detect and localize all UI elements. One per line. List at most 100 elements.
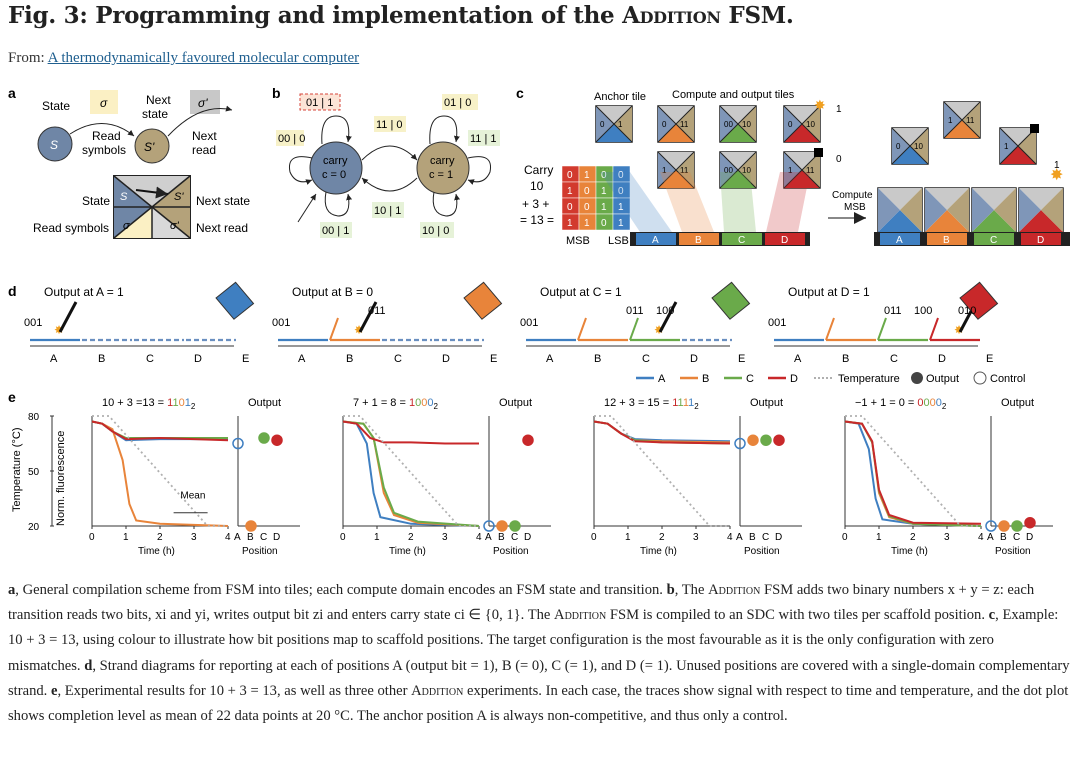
grid-bit: 0	[601, 218, 607, 229]
grid-bit: 1	[567, 218, 573, 229]
state-s-prime-node	[134, 128, 170, 164]
chart-title-expr: −1 + 1 = 0 =	[855, 397, 917, 409]
output-dot	[258, 432, 270, 444]
x-axis-title: Time (h)	[138, 546, 175, 557]
b-label-box-3	[372, 202, 404, 218]
free-tile-3-square-icon	[1030, 124, 1039, 133]
chart-title-bit: 1	[672, 397, 678, 409]
figure-panels: a State σ Next state σ' S S' Read symbol…	[8, 85, 1070, 557]
legend-control-marker	[973, 371, 987, 385]
grid-bit: 0	[567, 202, 573, 213]
panel-a-letter: a	[8, 85, 16, 101]
series-line-temperature	[594, 415, 730, 527]
grid-bit: 0	[584, 202, 590, 213]
chart-title-sub: 2	[191, 402, 196, 411]
out1-label: 1	[836, 104, 842, 115]
tile-b2-right	[676, 152, 694, 188]
carry1-label-2: c = 1	[429, 169, 453, 181]
tile-a-sigma: σ	[123, 220, 130, 232]
free-tile-1-d2	[891, 127, 929, 165]
caption-sc1: Addition	[708, 582, 761, 598]
caption-e-letter: e	[50, 682, 58, 699]
output-dot	[760, 434, 772, 446]
legend-label-output: Output	[926, 373, 959, 385]
output-dot	[1024, 516, 1036, 529]
placed-tile-left	[878, 188, 900, 232]
scaffold-right-pos-label: D	[1037, 235, 1044, 246]
series-line-temperature	[343, 415, 479, 527]
free-tile-1-tr: 10	[914, 142, 923, 151]
placed-tile-top	[925, 188, 969, 210]
output-dot	[998, 520, 1010, 532]
tile-b2-tl: 1	[662, 166, 667, 175]
scaffold-right-pos	[880, 233, 920, 245]
panel-d-letter: d	[8, 283, 17, 299]
caption-c-text: , Example: 10 + 3 = 13, using colour to …	[8, 607, 1059, 674]
b-start-arrow	[297, 193, 317, 223]
caption-e-text1: , Experimental results for 10 + 3 = 13, …	[57, 682, 412, 699]
panel-e: e Temperature (°C) Norm. fluorescence 10…	[8, 389, 1053, 557]
series-line-d	[91, 420, 229, 442]
free-tile-3-top	[1000, 128, 1036, 146]
compute-tiles-label: Compute and output tiles	[672, 89, 795, 101]
grid-bit: 1	[601, 202, 607, 213]
x-tick-label: 4	[476, 532, 482, 543]
article-link[interactable]: A thermodynamically favoured molecular c…	[47, 50, 360, 66]
scaffold-right-pos	[927, 233, 967, 245]
grid-cell	[612, 213, 631, 231]
strand-pos-label: C	[146, 353, 154, 365]
series-line-temperature	[845, 415, 981, 527]
x-tick-label: 1	[374, 532, 380, 543]
panel-e-letter: e	[8, 389, 16, 405]
scaffold-right-pos-label: B	[943, 235, 950, 246]
pos-tick-label: A	[736, 532, 743, 543]
strand-bits-label-4: 010	[958, 305, 976, 317]
temp-axis-title: Temperature (°C)	[11, 428, 23, 512]
x-tick-label: 1	[123, 532, 129, 543]
strand-hairpin	[629, 317, 639, 341]
chart-title-bit: 0	[179, 397, 185, 409]
tile-a-sigmap: σ'	[170, 220, 180, 232]
sigma-box	[90, 90, 118, 114]
scaffold-left-pos-label: D	[781, 235, 788, 246]
free-tile-1-tl: 0	[896, 142, 901, 151]
compute-msb-1: Compute	[832, 190, 873, 201]
strand-bits-label: 001	[520, 317, 538, 329]
title-smallcaps: Addition	[622, 2, 721, 29]
strand-pos-label: B	[842, 353, 849, 365]
panel-c-letter: c	[516, 85, 524, 101]
state-s-prime-text: S'	[144, 140, 155, 154]
sigma-prime-label: σ'	[198, 96, 208, 110]
next-read-2: read	[192, 143, 216, 157]
chart-title: −1 + 1 = 0 = 00002	[855, 397, 947, 411]
pos-tick-label: D	[775, 532, 782, 543]
x-tick-label: 3	[944, 532, 950, 543]
free-tile-1-top	[892, 128, 928, 146]
x-tick-label: 0	[591, 532, 597, 543]
dot-title: Output	[750, 397, 783, 409]
tile-c2-tr: 10	[742, 166, 751, 175]
pos-tick-label: A	[485, 532, 492, 543]
legend-output-marker	[911, 372, 923, 384]
panel-c: c Anchor tile Compute and output tiles 0…	[516, 85, 1070, 247]
grid-bit: 1	[584, 218, 590, 229]
b-label-box-4	[442, 94, 478, 110]
b-label-7: 10 | 0	[422, 225, 449, 237]
legend-label-C: C	[746, 373, 754, 385]
pos-tick-label: A	[987, 532, 994, 543]
x-tick-label: 2	[910, 532, 916, 543]
b-loop-bottom0	[324, 191, 353, 217]
pos-axis-title: Position	[493, 546, 529, 557]
strand-pos-label: D	[690, 353, 698, 365]
x-tick-label: 3	[693, 532, 699, 543]
strand-pos-label: A	[794, 353, 802, 365]
strand-hairpin	[577, 317, 587, 341]
tile-c2-right	[738, 152, 756, 188]
strand-pos-label: E	[738, 353, 745, 365]
tile-b2-d2	[657, 151, 695, 189]
tile-next-state-label: Next state	[196, 194, 250, 208]
placed-tile-top	[972, 188, 1016, 210]
tile-b1-d2	[657, 105, 695, 143]
